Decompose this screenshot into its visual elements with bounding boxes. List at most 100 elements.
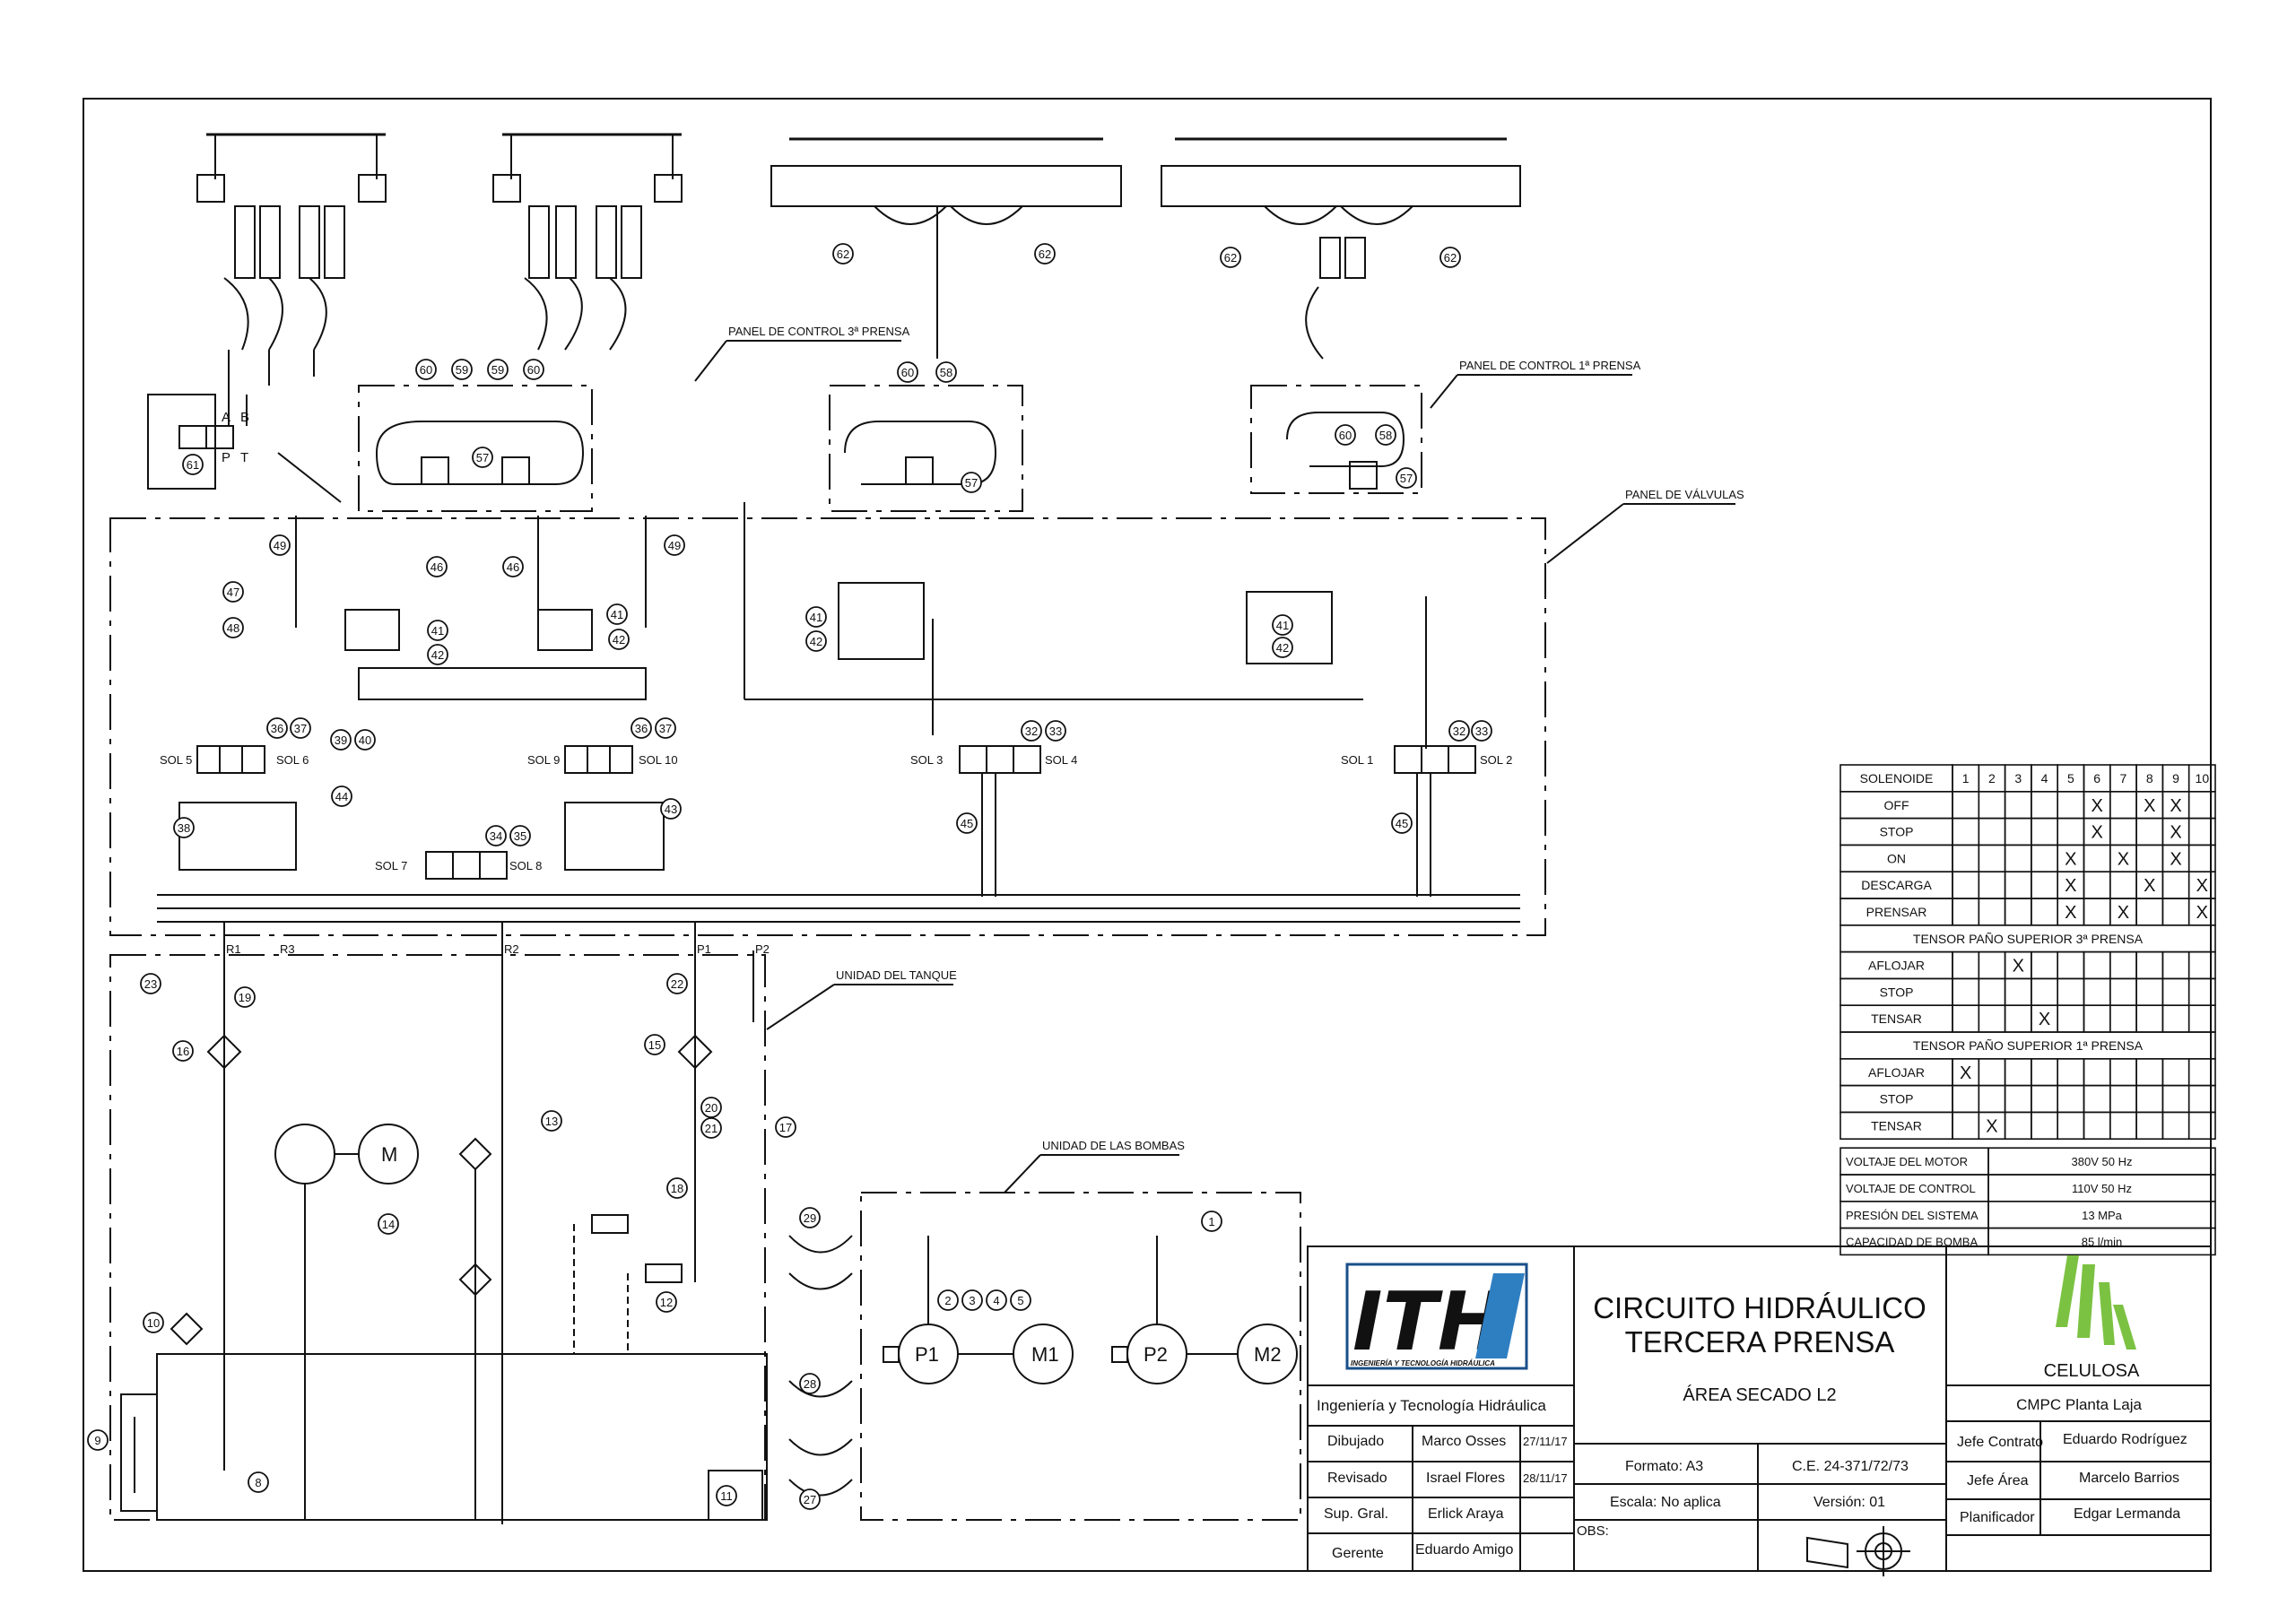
date-revisado: 28/11/17 (1523, 1471, 1568, 1485)
callout-bubble: 59 (487, 359, 509, 380)
callout-bubble: 35 (509, 825, 531, 846)
table-column-header: 1 (1962, 771, 1970, 785)
celulosa-logo: CELULOSA (2044, 1255, 2140, 1381)
callout-number: 62 (1224, 251, 1237, 265)
port-b: B (240, 410, 249, 425)
callout-bubble: 61 (182, 454, 204, 475)
table-mark: X (2170, 849, 2181, 869)
table-mark: X (2091, 796, 2102, 816)
port-t: T (240, 450, 248, 465)
motor-label: M (381, 1143, 397, 1166)
callout-number: 8 (255, 1476, 261, 1489)
main-lines (157, 894, 1520, 1524)
spec-value: 85 l/min (2082, 1236, 2123, 1249)
sol-3-label: SOL 3 (910, 753, 943, 767)
role-sup-gral: Sup. Gral. (1324, 1506, 1388, 1522)
port-a: A (222, 410, 230, 425)
sol-10-label: SOL 10 (639, 753, 678, 767)
callout-number: 33 (1049, 725, 1062, 738)
ith-logo: ITH INGENIERÍA Y TECNOLOGÍA HIDRÁULICA (1345, 1263, 1528, 1370)
callout-bubble: 58 (935, 361, 957, 383)
callout-bubble: 57 (1396, 467, 1417, 489)
label-panel-1ra: PANEL DE CONTROL 1ª PRENSA (1430, 359, 1641, 409)
callout-number: 29 (804, 1211, 816, 1225)
callout-number: 59 (491, 363, 504, 377)
table-row-label: STOP (1880, 1092, 1914, 1107)
callout-bubble: 27 (799, 1488, 821, 1510)
table-row-label: ON (1887, 851, 1906, 865)
callout-bubble: 4 (986, 1289, 1007, 1311)
callout-bubble: 42 (608, 629, 630, 650)
callout-bubble: 1 (1201, 1211, 1222, 1232)
svg-text:UNIDAD DE LAS BOMBAS: UNIDAD DE LAS BOMBAS (1042, 1139, 1185, 1152)
table-header-label: SOLENOIDE (1860, 771, 1934, 785)
callout-bubble: 60 (523, 359, 544, 380)
callout-number: 61 (187, 458, 199, 472)
callout-number: 60 (527, 363, 540, 377)
callout-number: 44 (335, 790, 348, 803)
panel-control-1ra (1250, 385, 1422, 494)
callout-bubble: 36 (631, 717, 652, 739)
callout-bubble: 62 (1034, 243, 1056, 265)
callout-bubble: 23 (140, 973, 161, 994)
callout-number: 42 (431, 648, 444, 662)
port-r2: R2 (504, 942, 519, 956)
callout-number: 4 (993, 1294, 999, 1307)
unidad-del-tanque (109, 954, 766, 1521)
cylinder-group-1 (196, 133, 387, 395)
table-mark: X (2065, 876, 2076, 896)
callout-bubble: 58 (1375, 424, 1396, 446)
name-gerente: Eduardo Amigo (1415, 1542, 1514, 1558)
callout-bubble: 14 (378, 1213, 399, 1235)
name-revisado: Israel Flores (1426, 1471, 1505, 1486)
callout-bubble: 62 (832, 243, 854, 265)
callout-number: 33 (1475, 725, 1488, 738)
callout-number: 3 (969, 1294, 975, 1307)
callout-number: 42 (810, 635, 822, 648)
callout-bubble: 22 (666, 973, 688, 994)
table-section-header: TENSOR PAÑO SUPERIOR 1ª PRENSA (1913, 1038, 2144, 1053)
callout-bubble: 62 (1220, 247, 1241, 268)
pump-p1-label: P1 (915, 1343, 939, 1366)
callout-bubble: 62 (1439, 247, 1461, 268)
sol-5-label: SOL 5 (160, 753, 192, 767)
callout-number: 34 (490, 829, 502, 843)
role-dibujado: Dibujado (1327, 1434, 1384, 1449)
callout-number: 37 (659, 722, 672, 735)
table-column-header: 9 (2172, 771, 2179, 785)
table-mark: X (1960, 1063, 1971, 1083)
label-panel-valvulas: PANEL DE VÁLVULAS (1546, 488, 1744, 564)
role-gerente: Gerente (1332, 1546, 1384, 1561)
cylinder-group-4 (1161, 137, 1521, 360)
motor-m1-label: M1 (1031, 1343, 1059, 1366)
callout-bubble: 15 (644, 1034, 665, 1055)
callout-bubble: 33 (1045, 720, 1066, 742)
control-circuits (147, 394, 1427, 749)
table-row-label: TENSAR (1871, 1011, 1922, 1026)
table-row-label: AFLOJAR (1868, 1065, 1925, 1080)
callout-number: 19 (239, 991, 251, 1004)
role-jefe-contrato: Jefe Contrato (1957, 1435, 2043, 1450)
callout-bubble: 37 (655, 717, 676, 739)
callout-number: 42 (1276, 641, 1289, 655)
table-mark: X (2118, 903, 2129, 923)
callout-bubble: 49 (269, 534, 291, 556)
spec-value: 110V 50 Hz (2072, 1182, 2132, 1195)
callout-number: 45 (961, 817, 973, 830)
name-jefe-contrato: Eduardo Rodríguez (2063, 1432, 2187, 1447)
title-line-1: CIRCUITO HIDRÁULICO (1593, 1291, 1926, 1324)
callout-bubble: 57 (472, 447, 493, 468)
name-planificador: Edgar Lermanda (2074, 1506, 2180, 1522)
callout-number: 40 (359, 733, 371, 747)
callout-number: 17 (779, 1121, 792, 1134)
port-r1: R1 (226, 942, 241, 956)
callout-bubble: 36 (266, 717, 288, 739)
callout-number: 62 (1444, 251, 1457, 265)
table-mark: X (2013, 957, 2024, 976)
table-mark: X (2118, 849, 2129, 869)
callout-bubble: 57 (961, 472, 982, 493)
panel-control-3ra-right (829, 385, 1023, 512)
table-mark: X (1986, 1116, 1997, 1136)
table-column-header: 5 (2067, 771, 2074, 785)
